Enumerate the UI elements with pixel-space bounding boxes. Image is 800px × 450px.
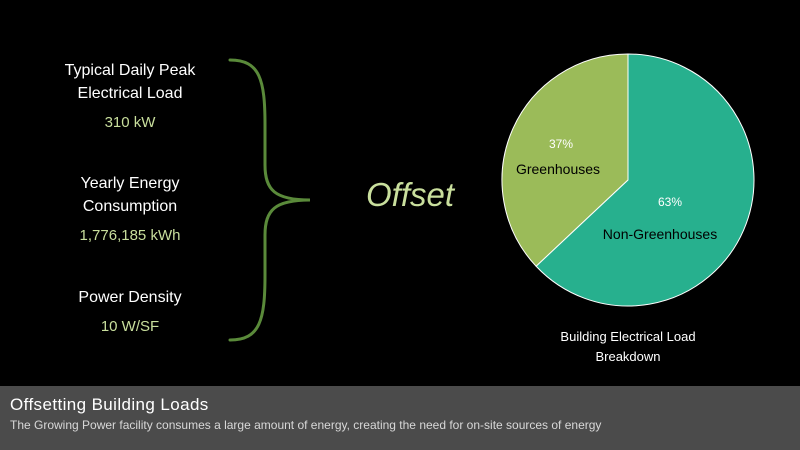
offset-label: Offset [365,176,455,213]
pie-slice-greenhouses [501,53,629,267]
metric-label-line: Consumption [82,198,178,215]
pie-slice-label-non-greenhouses: Non-Greenhouses [603,226,717,242]
pie-slice-non-greenhouses [535,53,755,307]
metric-yearly-consumption: Yearly Energy Consumption 1,776,185 kWh [0,172,260,246]
metric-label: Typical Daily Peak Electrical Load [0,59,260,105]
metric-label: Power Density [0,286,260,309]
pie-percent-label-non-greenhouses: 63% [658,195,682,209]
footer-title: Offsetting Building Loads [10,395,209,414]
footer-bar: Offsetting Building Loads The Growing Po… [0,386,800,450]
load-breakdown-pie-chart: 37% Greenhouses 63% Non-Greenhouses [501,53,755,307]
pie-percent-label-greenhouses: 37% [549,137,573,151]
metric-label-line: Power Density [78,289,182,306]
metric-power-density: Power Density 10 W/SF [0,286,260,337]
footer-subtitle: The Growing Power facility consumes a la… [10,418,602,432]
pie-chart-caption: Building Electrical Load Breakdown [528,327,728,367]
metric-label-line: Typical Daily Peak [64,62,196,79]
metric-value: 10 W/SF [100,318,160,335]
pie-caption-line: Building Electrical Load [560,329,696,344]
metric-value: 310 kW [104,114,156,131]
pie-caption-line: Breakdown [595,349,661,364]
metric-label: Yearly Energy Consumption [0,172,260,218]
metric-peak-load: Typical Daily Peak Electrical Load 310 k… [0,59,260,133]
pie-slice-label-greenhouses: Greenhouses [516,161,600,177]
curly-brace-icon [228,58,311,342]
metric-label-line: Yearly Energy [80,175,180,192]
metric-label-line: Electrical Load [77,85,183,102]
metric-value: 1,776,185 kWh [79,227,181,244]
